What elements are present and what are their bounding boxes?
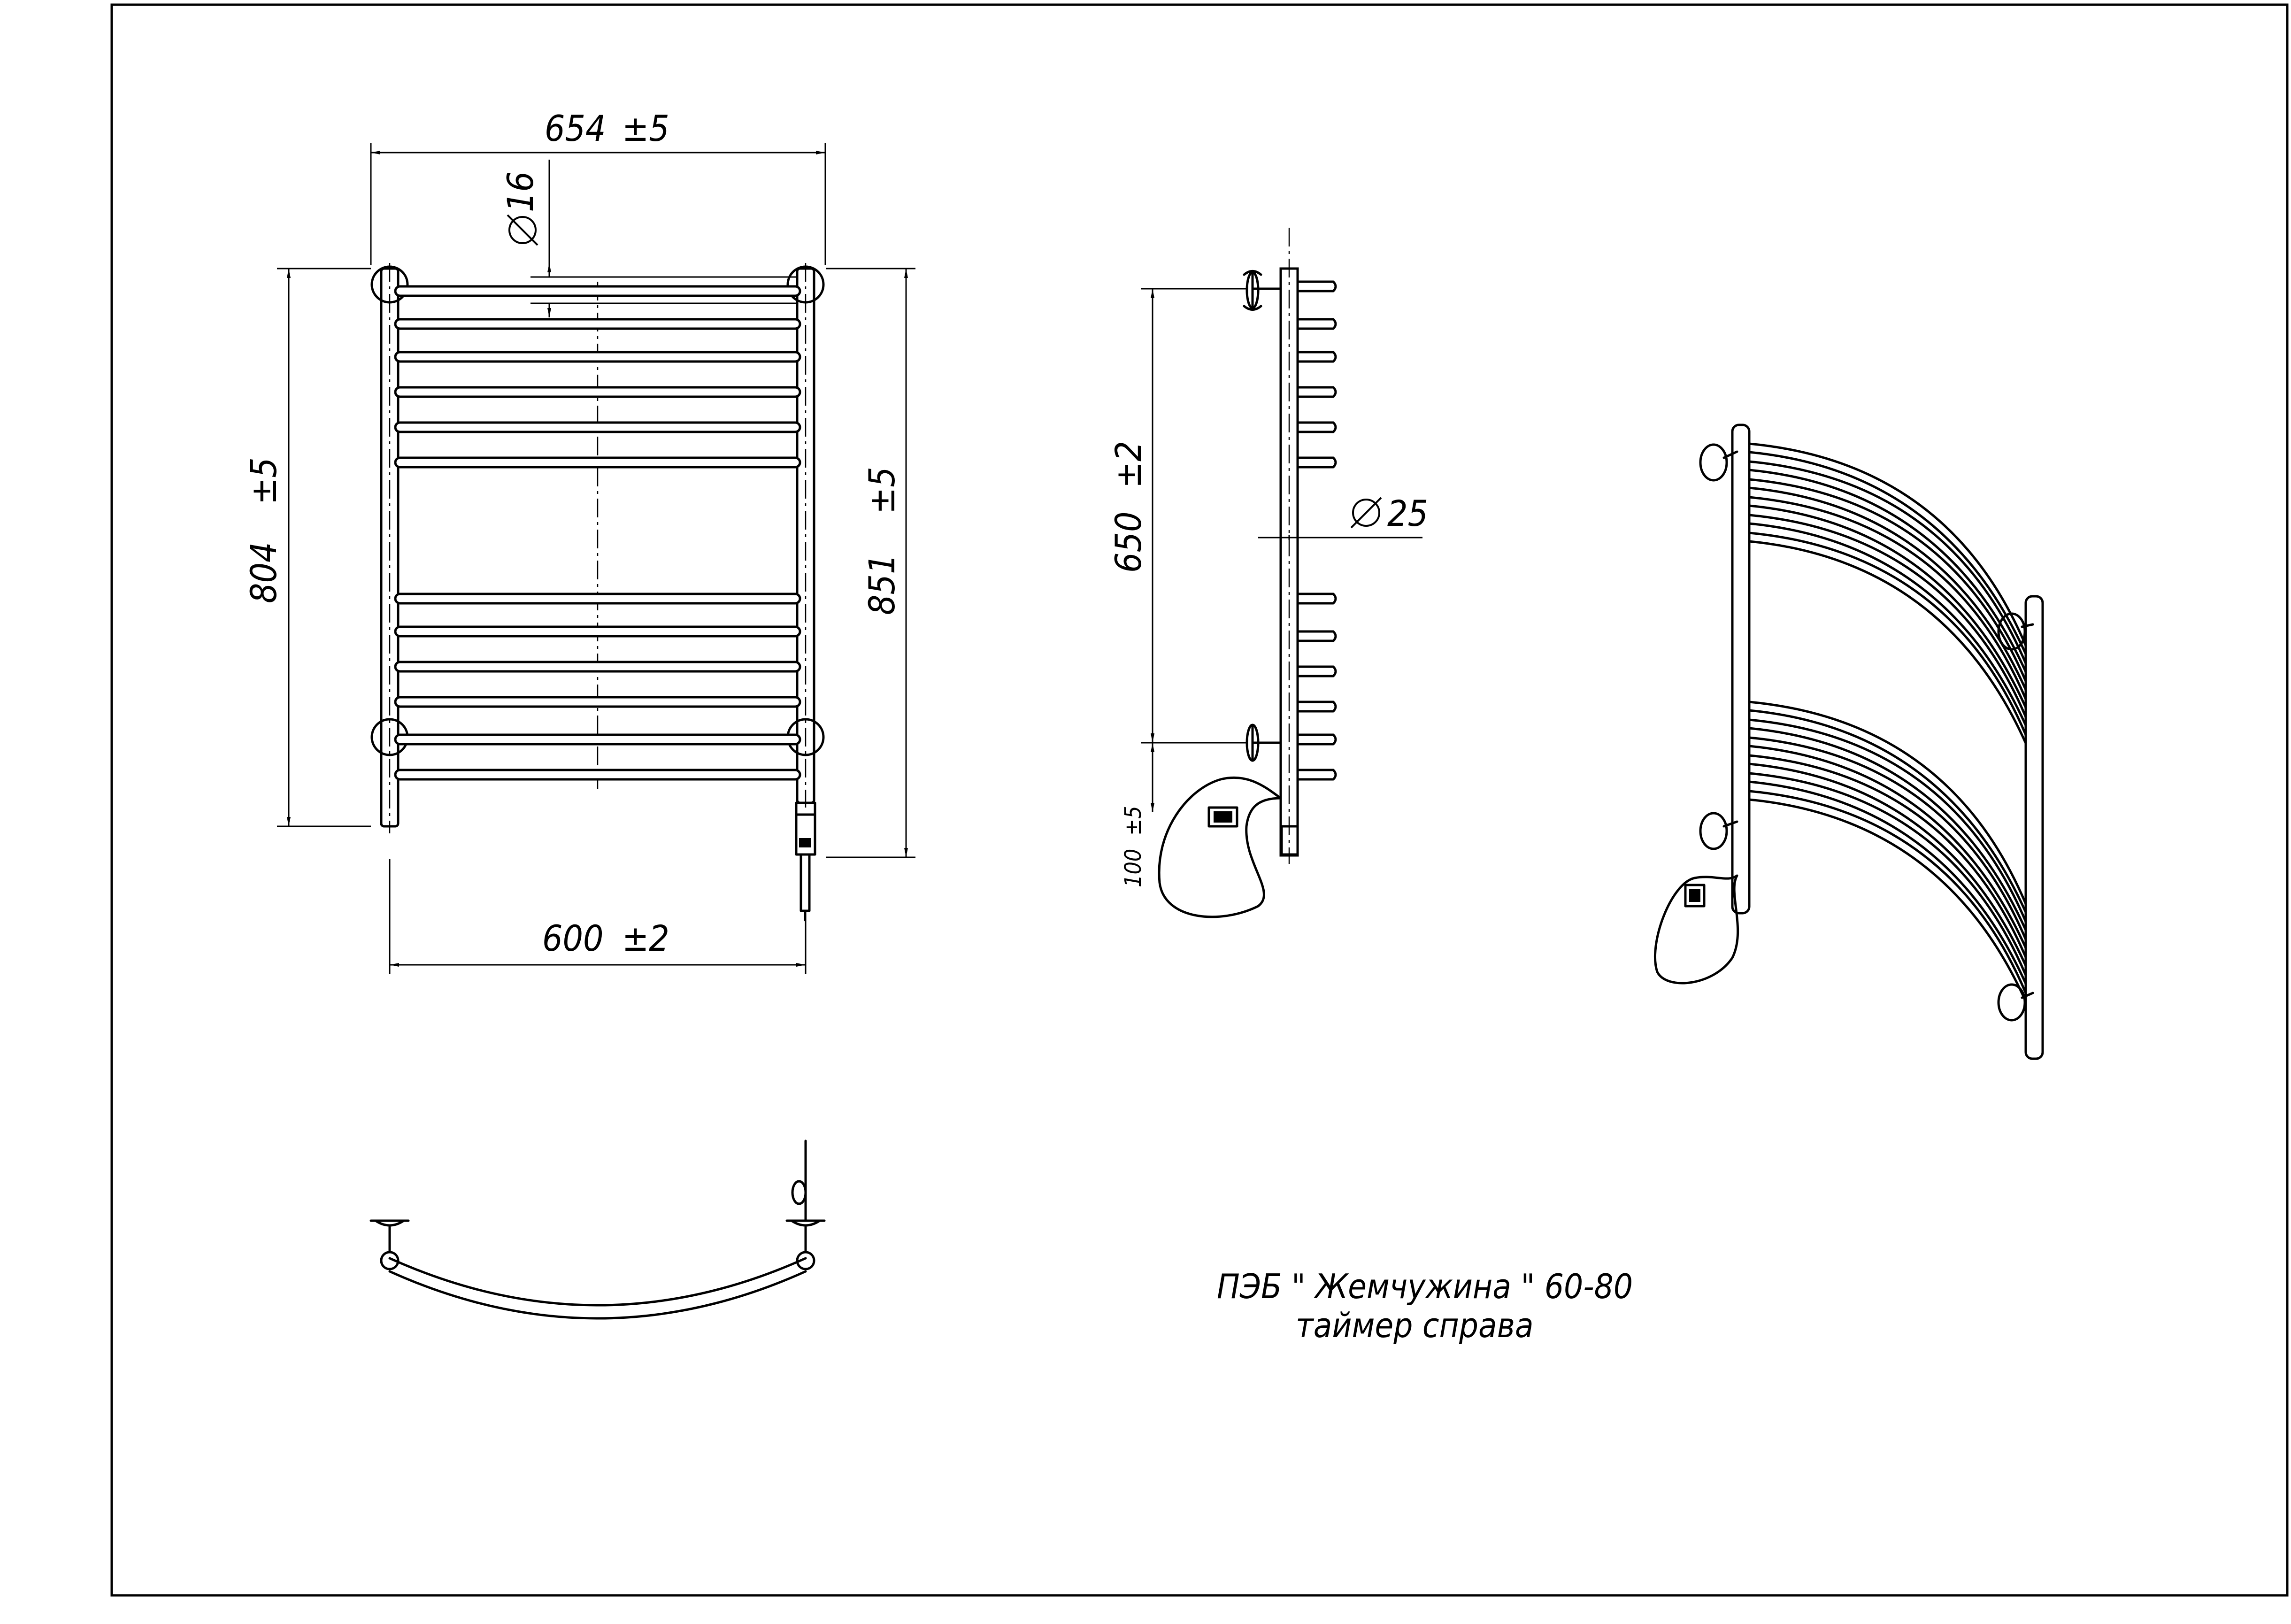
wall-mounts-side: [1243, 270, 1282, 762]
crossbar-stub: [1296, 318, 1337, 330]
power-cord-plug: [1158, 776, 1299, 918]
crossbar-stub: [1296, 665, 1337, 677]
dim-height-value: 804: [243, 542, 284, 603]
iso-power-cord: [1654, 874, 1739, 985]
title-block: ПЭБ " Жемчужина " 60-80 таймер справа: [1217, 1267, 1633, 1345]
crossbar: [394, 733, 801, 746]
curved-crossbar: [1748, 772, 2027, 977]
dim-bar-diameter: 25: [1258, 493, 1428, 540]
curved-crossbar-edge: [1748, 504, 2027, 709]
dim-mount-distance-value: 650: [1107, 512, 1149, 573]
dim-height: 804 ±5: [243, 268, 371, 827]
dim-mount-distance: 650 ±2: [1107, 288, 1246, 744]
curved-crossbar-edge: [1748, 798, 2027, 1003]
dim-bar-diameter-value: 25: [1387, 493, 1428, 534]
crossbar-stub: [1296, 421, 1337, 433]
dim-total-height-tol: ±5: [861, 467, 903, 514]
dim-cable-length-tol: ±5: [1120, 806, 1146, 836]
dim-total-height: 851 ±5: [826, 268, 915, 858]
crossbar: [394, 285, 801, 297]
crossbar: [394, 769, 801, 781]
dim-height-tol: ±5: [243, 457, 284, 505]
product-variant: таймер справа: [1296, 1306, 1534, 1345]
crossbar-stub: [1296, 733, 1337, 746]
dim-total-height-value: 851: [861, 554, 903, 615]
dim-overall-width-tol: ±5: [622, 108, 669, 149]
crossbar: [394, 456, 801, 469]
heating-element-timer: [795, 801, 816, 922]
crossbar: [394, 351, 801, 363]
curved-crossbar-edge: [1748, 762, 2027, 967]
iso-wall-mounts: [1699, 443, 2034, 1022]
crossbars-iso: [1748, 442, 2027, 1003]
crossbar-stub: [1296, 456, 1337, 469]
dim-overall-width: 654 ±5: [370, 108, 826, 265]
curved-crossbar-edge: [1748, 540, 2027, 745]
curved-crossbar: [1748, 790, 2027, 994]
curved-crossbar: [1748, 700, 2027, 905]
curved-crossbar: [1748, 718, 2027, 923]
curved-crossbar-edge: [1748, 451, 2027, 655]
curved-crossbar: [1748, 514, 2027, 718]
crossbar: [394, 661, 801, 673]
crossbar: [394, 593, 801, 605]
isometric-view: [1654, 423, 2044, 1060]
curved-crossbar-edge: [1748, 745, 2027, 949]
dim-overall-width-value: 654: [545, 108, 606, 149]
dim-axis-width: 600 ±2: [389, 859, 807, 974]
crossbar: [394, 696, 801, 708]
crossbar: [394, 625, 801, 638]
crossbar-stub: [1296, 280, 1337, 292]
drawing-frame: [110, 3, 2289, 1597]
curved-crossbar: [1748, 736, 2027, 941]
dim-axis-width-tol: ±2: [622, 917, 669, 959]
crossbar: [394, 318, 801, 330]
dim-mount-distance-tol: ±2: [1107, 441, 1149, 488]
curved-crossbar: [1748, 442, 2027, 647]
product-title: ПЭБ " Жемчужина " 60-80: [1217, 1267, 1633, 1306]
crossbar-stub: [1296, 630, 1337, 642]
curved-crossbar: [1748, 496, 2027, 700]
iso-right-rail: [2024, 595, 2044, 1060]
dim-rail-diameter: 16: [500, 160, 798, 317]
crossbar-stub: [1296, 700, 1337, 713]
curved-crossbar: [1748, 478, 2027, 683]
curved-crossbar: [1748, 531, 2027, 736]
crossbar-stub: [1296, 769, 1337, 781]
crossbar: [394, 386, 801, 398]
dim-axis-width-value: 600: [542, 917, 603, 959]
curved-crossbar-edge: [1748, 709, 2027, 914]
curved-crossbar-edge: [1748, 727, 2027, 931]
crossbar-stub: [1296, 351, 1337, 363]
crossbar-stub: [1296, 386, 1337, 398]
curved-crossbar: [1748, 754, 2027, 959]
top-view: [369, 1139, 826, 1320]
curved-crossbar-edge: [1748, 780, 2027, 985]
curved-crossbar: [1748, 460, 2027, 665]
curved-crossbar-edge: [1748, 522, 2027, 727]
dim-rail-diameter-value: 16: [500, 171, 541, 212]
dim-cable-length-value: 100: [1120, 849, 1146, 887]
crossbar-stub: [1296, 593, 1337, 605]
iso-left-rail: [1731, 423, 1751, 915]
crossbar-stubs-side: [1296, 280, 1337, 781]
dim-cable-length: 100 ±5: [1120, 742, 1160, 887]
crossbars-front: [394, 285, 801, 781]
front-view: 654 ±5 16 804 ±5: [243, 108, 915, 974]
crossbar: [394, 421, 801, 433]
side-view: 650 ±2 100 ±5 25: [1107, 228, 1428, 918]
